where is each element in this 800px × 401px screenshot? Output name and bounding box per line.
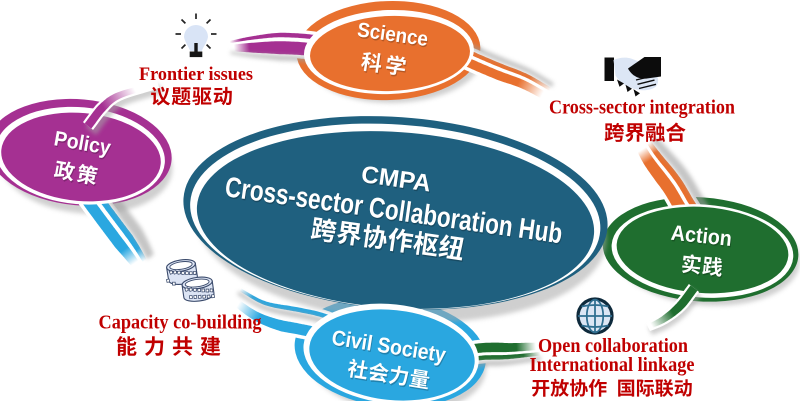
svg-text:Open collaboration: Open collaboration	[538, 335, 688, 357]
svg-text:International linkage: International linkage	[530, 354, 695, 376]
svg-text:Cross-sector integration: Cross-sector integration	[549, 97, 735, 119]
svg-text:Frontier issues: Frontier issues	[139, 64, 253, 85]
svg-text:Capacity co-building: Capacity co-building	[99, 312, 262, 334]
